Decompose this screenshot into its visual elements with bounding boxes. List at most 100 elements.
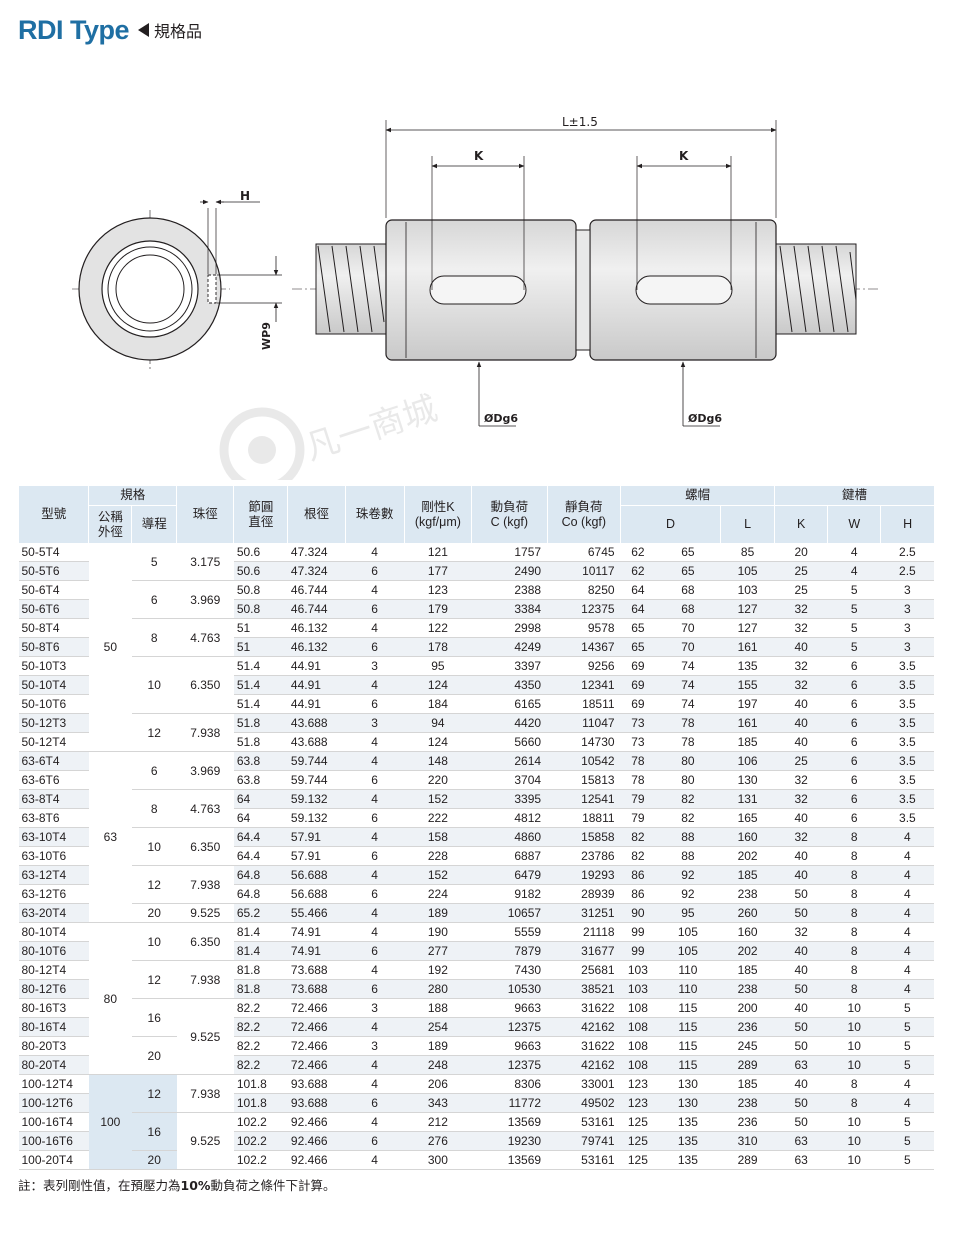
cell-D1: 65 [620,637,656,657]
cell-H: 3 [880,580,934,600]
cell-D2: 115 [655,1017,721,1037]
cell-D1: 79 [620,789,656,809]
cell-D1: 103 [620,960,656,980]
cell-ball: 7.938 [176,1074,234,1113]
cell-D1: 125 [620,1131,656,1151]
cell-H: 5 [880,1017,934,1037]
cell-D2: 88 [655,846,721,866]
cell-D2: 105 [655,941,721,961]
cell-dynamic: 6165 [471,694,548,714]
cell-K: 50 [774,903,828,923]
cell-W: 6 [827,713,881,733]
cell-dynamic: 13569 [471,1150,548,1170]
header-keyway: 鍵槽 [774,486,934,506]
cell-root: 43.688 [287,713,346,733]
cell-K: 40 [774,732,828,752]
cell-root: 73.688 [287,960,346,980]
cell-H: 5 [880,1150,934,1170]
cell-static: 31622 [547,1036,621,1056]
cell-K: 32 [774,827,828,847]
cell-K: 32 [774,675,828,695]
cell-ball: 9.525 [176,1112,234,1170]
cell-stiffness: 212 [404,1112,472,1132]
cell-W: 8 [827,884,881,904]
cell-model: 80-12T4 [18,960,89,980]
cell-stiffness: 276 [404,1131,472,1151]
cell-K: 63 [774,1131,828,1151]
cell-K: 63 [774,1055,828,1075]
cell-stiffness: 148 [404,751,472,771]
cell-L: 202 [720,941,775,961]
cell-D2: 80 [655,751,721,771]
cell-root: 57.91 [287,827,346,847]
cell-stiffness: 190 [404,922,472,942]
cell-D1: 62 [620,543,656,562]
page-title: RDI Type [18,14,130,45]
cell-W: 6 [827,751,881,771]
end-view [72,199,282,370]
cell-root: 74.91 [287,922,346,942]
cell-pitch: 82.2 [233,1055,288,1075]
cell-lead: 16 [131,998,177,1037]
cell-dynamic: 5660 [471,732,548,752]
cell-D2: 82 [655,789,721,809]
cell-turns: 6 [345,884,405,904]
cell-D1: 73 [620,713,656,733]
cell-stiffness: 152 [404,789,472,809]
cell-pitch: 63.8 [233,770,288,790]
cell-W: 8 [827,1074,881,1094]
cell-L: 238 [720,884,775,904]
cell-dynamic: 9182 [471,884,548,904]
cell-static: 25681 [547,960,621,980]
cell-root: 72.466 [287,1055,346,1075]
cell-static: 33001 [547,1074,621,1094]
cell-W: 6 [827,732,881,752]
k-dim-label-right: K [679,149,689,163]
cell-dynamic: 4860 [471,827,548,847]
cell-ball: 9.525 [176,998,234,1075]
cell-K: 40 [774,1074,828,1094]
cell-H: 5 [880,1131,934,1151]
cell-dynamic: 1757 [471,543,548,562]
cell-L: 185 [720,865,775,885]
cell-static: 49502 [547,1093,621,1113]
cell-W: 8 [827,827,881,847]
cell-L: 165 [720,808,775,828]
cell-root: 46.744 [287,599,346,619]
cell-D2: 88 [655,827,721,847]
cell-D2: 74 [655,656,721,676]
header-H: H [880,505,934,543]
cell-stiffness: 177 [404,561,472,581]
diameter-label-left: ØDg6 [484,412,518,425]
cell-lead: 8 [131,618,177,657]
cell-stiffness: 343 [404,1093,472,1113]
cell-stiffness: 189 [404,1036,472,1056]
cell-L: 160 [720,922,775,942]
cell-model: 50-10T6 [18,694,89,714]
cell-static: 12541 [547,789,621,809]
cell-turns: 4 [345,751,405,771]
cell-turns: 6 [345,637,405,657]
cell-K: 25 [774,751,828,771]
cell-L: 289 [720,1150,775,1170]
cell-W: 6 [827,656,881,676]
cell-static: 15813 [547,770,621,790]
watermark-text: 凡一商城 [300,388,442,468]
cell-ball: 3.969 [176,751,234,790]
cell-L: 106 [720,751,775,771]
cell-ball: 3.969 [176,580,234,619]
cell-stiffness: 124 [404,675,472,695]
cell-W: 8 [827,960,881,980]
cell-L: 202 [720,846,775,866]
cell-root: 72.466 [287,998,346,1018]
cell-K: 40 [774,960,828,980]
cell-W: 6 [827,808,881,828]
cell-root: 56.688 [287,865,346,885]
page-subtitle: 規格品 [154,22,203,41]
cell-dynamic: 2614 [471,751,548,771]
